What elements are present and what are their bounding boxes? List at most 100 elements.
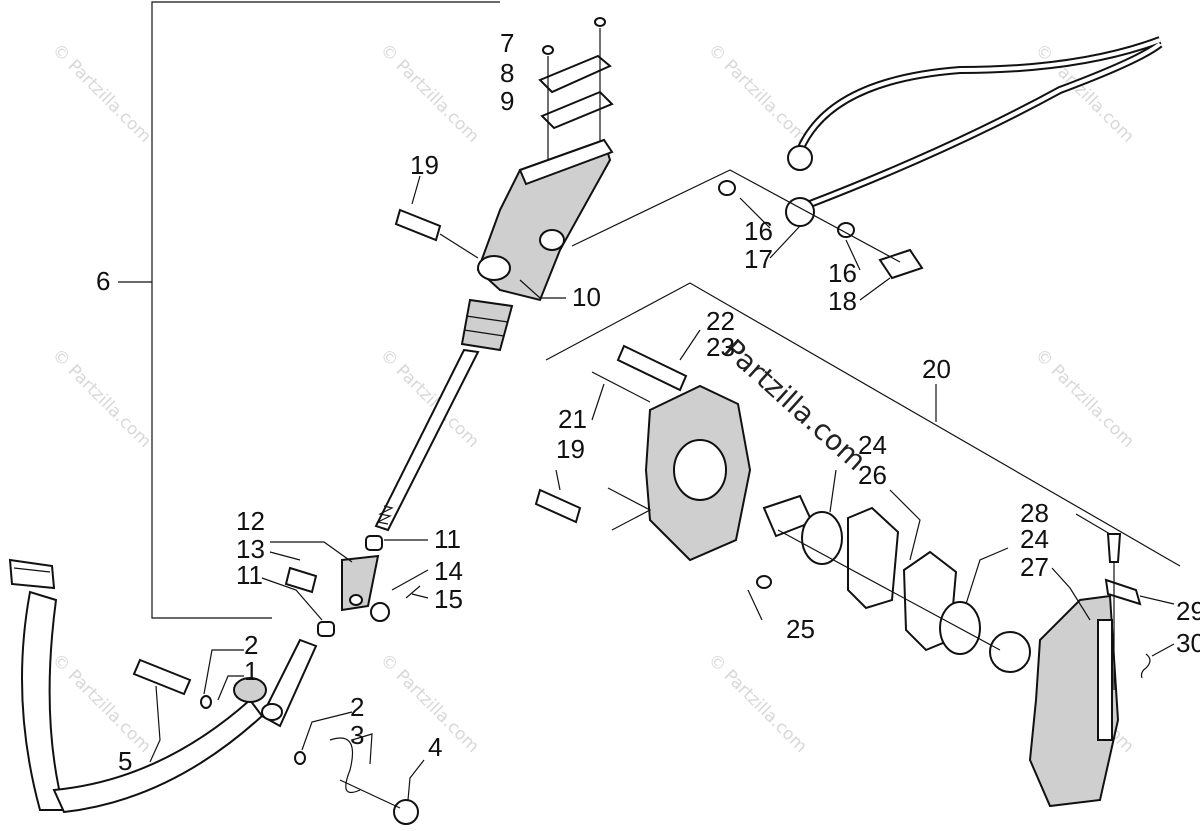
leader-1 [217,675,244,701]
leader-16b [845,239,861,271]
callout: 13 [236,534,265,564]
mount-eye [477,255,511,281]
callout: 19 [410,150,439,180]
callout: 17 [744,244,773,274]
guide-line-hose [571,169,901,263]
bracket-6 [151,1,500,619]
dust-boot [460,298,514,352]
leader-28 [1075,513,1111,535]
callout: 16 [744,216,773,246]
callout: 15 [434,584,463,614]
callout: 30 [1176,628,1200,658]
leader-12 [270,541,353,563]
bushing-11b [317,621,335,637]
bracket-20 [545,282,1181,567]
hose-bottom-inner [809,42,1162,206]
callout: 23 [706,332,735,362]
callout: 29 [1176,596,1200,626]
leader-15 [411,593,429,599]
guide-line [339,779,401,809]
callout: 24 [1020,524,1049,554]
clip-30 [1140,653,1151,679]
screw-7b [594,17,606,27]
pivot-boss [233,677,267,703]
bolt-19 [394,208,442,242]
callout: 6 [96,266,110,296]
leader-16a [739,197,771,229]
guide-line [439,233,479,259]
callout: 20 [922,354,951,384]
bolt-19b [534,488,582,524]
callout: 26 [858,460,887,490]
clevis-assembly [261,535,429,637]
callout: 4 [428,732,442,762]
clevis-pin-hole [349,594,363,606]
callout: 5 [118,746,132,776]
washer-16a [718,180,736,196]
boot-rib [463,329,505,337]
cotter-15 [405,585,421,599]
boot-rib [465,315,509,323]
bolt-22 [616,344,688,392]
leader-3 [351,733,373,765]
pedal-arm-1 [21,590,66,811]
washer-25 [756,575,772,589]
leader-18 [859,277,891,301]
brake-pedal-assembly [8,558,425,825]
rod-thread [376,505,394,525]
callout: 25 [786,614,815,644]
callout: 18 [828,286,857,316]
leader-2a [203,649,244,695]
callout: 2 [244,630,258,660]
hose-top-inner [798,38,1161,151]
screw-7a [542,45,554,55]
oring-2a [200,695,212,709]
pivot-bolt-5 [132,658,192,696]
callout: 22 [706,306,735,336]
callout-labels: 7 8 9 19 6 10 16 17 16 18 22 23 20 21 19… [96,28,1200,776]
washer-14 [370,602,390,622]
leader-29 [1139,595,1175,605]
leader-11b [261,577,323,621]
leader-5 [149,685,161,763]
callout: 11 [236,560,263,590]
leader-25 [747,589,763,621]
leader-19b-2 [555,469,561,491]
bracket-bore [673,439,727,501]
brake-hose-assembly [519,36,1163,301]
reservoir-top [518,138,614,186]
outlet-port [539,229,565,251]
callout: 9 [500,86,514,116]
brake-pad-26a [847,506,900,610]
diaphragm-9 [540,90,614,130]
caliper-body-27 [1028,594,1120,808]
leader-22 [679,329,701,361]
callout: 28 [1020,498,1049,528]
callout: 24 [858,430,887,460]
nut-4 [393,799,419,825]
leader-2b [301,711,353,751]
banjo-top [787,145,813,171]
leader-30 [1151,643,1175,657]
seal-24a [801,511,843,565]
callout: 7 [500,28,514,58]
push-rod [374,348,480,532]
callout: 19 [556,434,585,464]
leader-19a [411,175,421,205]
leader-10 [519,279,566,299]
washer-16b [837,222,855,238]
leader-14 [391,569,429,591]
pad-tread [13,567,51,573]
callout: 12 [236,506,265,536]
leader-13 [269,551,301,561]
leader-27 [1051,567,1091,621]
leader-19b [607,487,652,531]
spring-3 [329,737,361,794]
callout: 21 [558,404,587,434]
master-cylinder [374,17,614,532]
pin-13 [284,566,318,594]
leader-21 [591,383,605,421]
pedal-hole [261,703,283,721]
callout: 16 [828,258,857,288]
bushing-11a [365,535,383,551]
